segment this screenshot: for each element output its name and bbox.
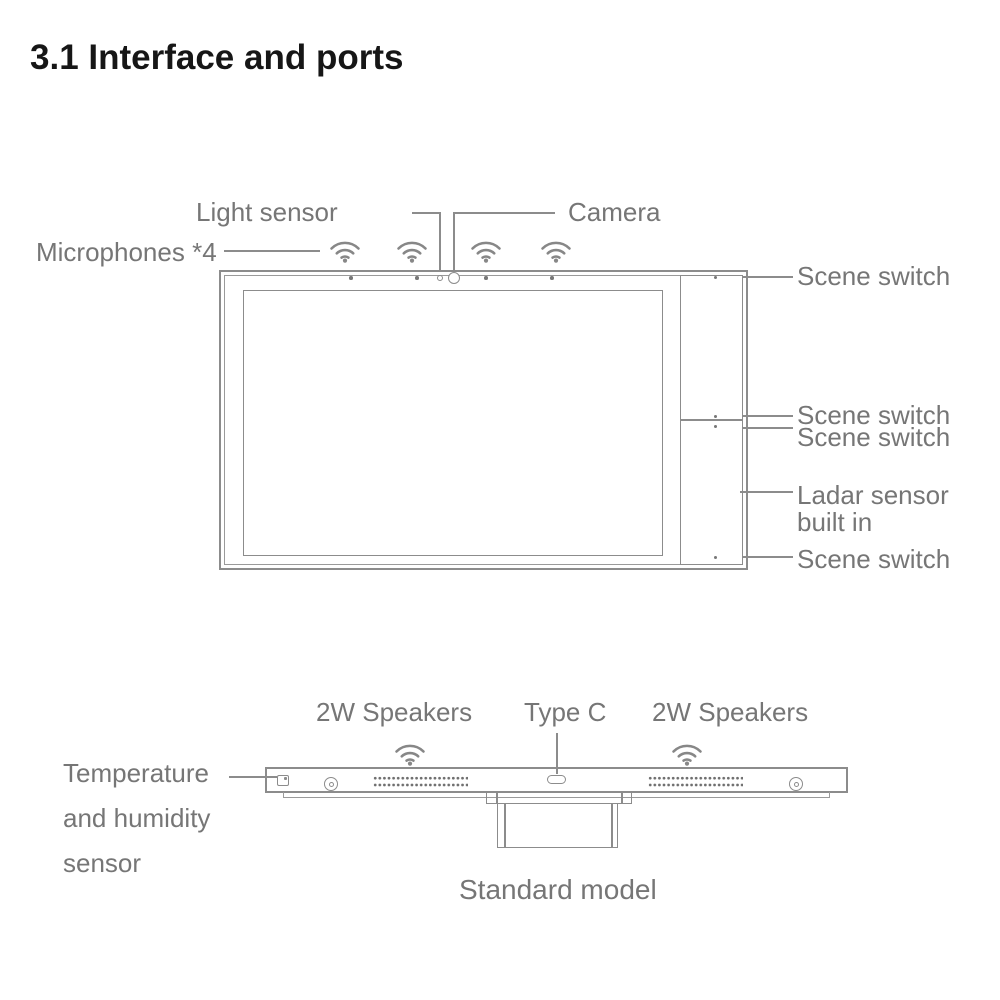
label-light-sensor: Light sensor	[196, 197, 338, 227]
speaker-icon-left	[393, 739, 427, 766]
bottom-lip	[283, 792, 830, 798]
leader-light-sensor-h	[412, 212, 441, 214]
stand-base-edge-right	[611, 804, 613, 847]
label-microphones: Microphones *4	[36, 237, 217, 267]
label-ladar-sensor-line-2: built in	[797, 507, 873, 537]
mic-hole-2	[415, 276, 419, 280]
scene-switch-dot-bottom	[714, 556, 717, 559]
label-camera: Camera	[568, 197, 661, 227]
side-strip-divider	[681, 419, 742, 421]
side-control-strip	[680, 275, 743, 565]
stand-plate-tab-left	[496, 793, 498, 803]
leader-scene-switch-mid-2	[743, 427, 793, 429]
section-title: 3.1 Interface and ports	[30, 38, 404, 77]
leader-scene-switch-top	[743, 276, 793, 278]
device-front-outline	[219, 270, 748, 570]
label-temperature-line-3: sensor	[63, 848, 142, 878]
stand-base-edge-left	[504, 804, 506, 847]
scene-switch-dot-mid-1	[714, 415, 717, 418]
label-ladar-sensor-line-1: Ladar sensor	[797, 480, 949, 510]
leader-camera-h	[455, 212, 555, 214]
leader-light-sensor-v	[439, 212, 441, 270]
leader-scene-switch-bottom	[743, 556, 793, 558]
mic-hole-1	[349, 276, 353, 280]
label-type-c: Type C	[524, 697, 607, 727]
microphone-icon-2	[395, 236, 429, 263]
leader-temperature	[229, 776, 277, 778]
leader-microphones	[224, 250, 320, 252]
leader-type-c	[556, 733, 558, 774]
scene-switch-dot-top	[714, 276, 717, 279]
figure-caption: Standard model	[459, 874, 657, 905]
screw-right	[789, 777, 803, 791]
mic-hole-3	[484, 276, 488, 280]
label-speakers-left: 2W Speakers	[316, 697, 473, 727]
screw-left	[324, 777, 338, 791]
speaker-icon-right	[670, 739, 704, 766]
microphone-icon-1	[328, 236, 362, 263]
mic-hole-4	[550, 276, 554, 280]
label-temperature-line-1: Temperature	[63, 758, 209, 788]
usb-c-port	[547, 775, 566, 784]
label-scene-switch-top: Scene switch	[797, 261, 951, 291]
leader-ladar-sensor	[740, 491, 793, 493]
temp-humidity-sensor	[277, 775, 289, 786]
label-scene-switch-mid-1: Scene switch	[797, 400, 951, 430]
leader-scene-switch-mid-1	[743, 415, 793, 417]
label-scene-switch-bottom: Scene switch	[797, 544, 951, 574]
camera-lens	[448, 272, 460, 284]
label-temperature-line-2: and humidity	[63, 803, 211, 833]
microphone-icon-3	[469, 236, 503, 263]
microphone-icon-4	[539, 236, 573, 263]
speaker-grille-right	[648, 776, 743, 789]
stand-plate-tab-right	[621, 793, 623, 803]
speaker-grille-left	[373, 776, 468, 789]
screen	[243, 290, 663, 556]
light-sensor-dot	[437, 275, 443, 281]
label-scene-switch-mid-2: Scene switch	[797, 422, 951, 452]
label-speakers-right: 2W Speakers	[652, 697, 809, 727]
stand-base	[497, 803, 618, 848]
scene-switch-dot-mid-2	[714, 425, 717, 428]
leader-camera-v	[453, 212, 455, 270]
